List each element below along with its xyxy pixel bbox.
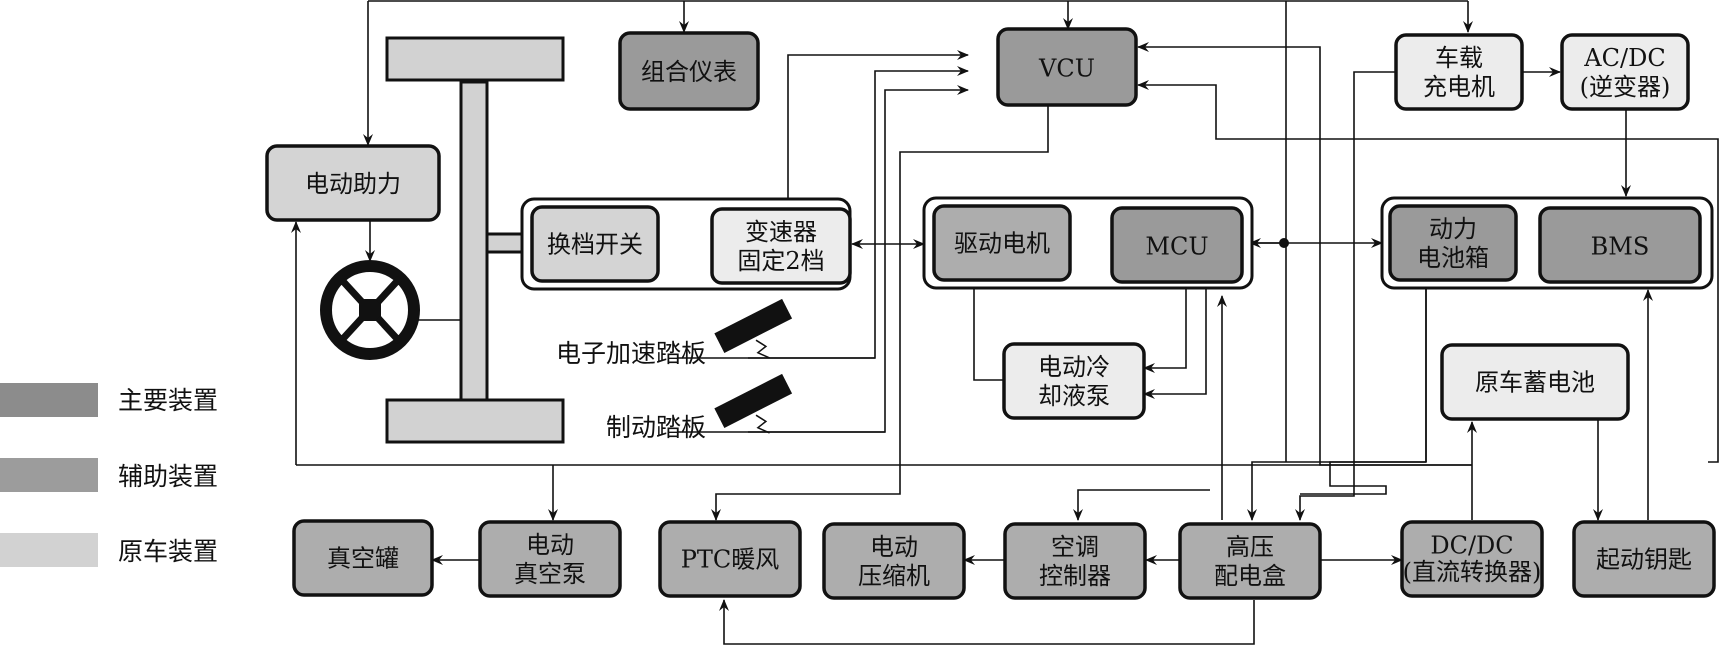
original-battery-rect (1440, 343, 1630, 421)
electric-compressor-label: 电动 (870, 533, 918, 561)
electric-power-steering-rect (265, 144, 441, 222)
column-link (485, 232, 525, 254)
steering-wheel-icon (320, 260, 420, 360)
drive-motor-rect (932, 204, 1072, 282)
legend-swatch-original (0, 533, 98, 567)
shift-switch-label: 换档开关 (547, 231, 643, 259)
accelerator-pedal-icon (714, 298, 793, 359)
legend-swatch-main (0, 383, 98, 417)
coolant-pump-label: 电动冷 (1038, 353, 1110, 381)
electric-power-steering-label: 电动助力 (305, 170, 401, 198)
ac-dc-inverter-label: (逆变器) (1580, 73, 1671, 101)
hv-distribution-box-label: 高压 (1226, 533, 1274, 561)
mcu-rect (1110, 206, 1244, 284)
dc-dc-converter-rect (1400, 520, 1544, 598)
dc-dc-converter-box: DC/DC(直流转换器) (1400, 520, 1544, 598)
drive-motor-box: 驱动电机 (932, 204, 1072, 282)
legend-label-main: 主要装置 (118, 386, 218, 415)
legend-swatch-auxiliary (0, 458, 98, 492)
chassis (385, 36, 565, 444)
power-battery-pack-label: 动力 (1429, 215, 1477, 243)
onboard-charger-label: 车载 (1435, 44, 1483, 72)
junction-dot (1279, 238, 1289, 248)
mcu-label: MCU (1145, 232, 1208, 260)
transmission-label: 变速器 (745, 218, 817, 246)
ptc-heater-rect (658, 520, 802, 598)
ignition-key-rect (1572, 520, 1716, 598)
ignition-key-box: 起动钥匙 (1572, 520, 1716, 598)
original-battery-box: 原车蓄电池 (1440, 343, 1630, 421)
ac-dc-inverter-rect (1560, 33, 1690, 111)
onboard-charger-rect (1394, 33, 1524, 111)
electric-vacuum-pump-label: 电动 (526, 531, 574, 559)
ac-dc-inverter-label: AC/DC (1583, 44, 1665, 72)
ac-controller-label: 空调 (1051, 533, 1099, 561)
bms-box: BMS (1538, 206, 1702, 284)
ac-dc-inverter-box: AC/DC(逆变器) (1560, 33, 1690, 111)
coolant-pump-rect (1002, 342, 1146, 420)
vacuum-tank-box: 真空罐 (292, 519, 434, 597)
instrument-cluster-box: 组合仪表 (618, 31, 760, 111)
vacuum-tank-label: 真空罐 (327, 545, 399, 573)
dc-dc-converter-label: (直流转换器) (1403, 558, 1542, 586)
vacuum-tank-rect (292, 519, 434, 597)
shift-switch-rect (530, 205, 660, 283)
legend-label-auxiliary: 辅助装置 (118, 462, 218, 491)
coolant-pump-label: 却液泵 (1038, 382, 1110, 410)
legend: 主要装置 辅助装置 原车装置 (0, 383, 218, 567)
bms-rect (1538, 206, 1702, 284)
rear-axle (385, 398, 565, 444)
ptc-heater-label: PTC暖风 (681, 546, 780, 574)
drive-motor-label: 驱动电机 (954, 230, 1050, 258)
connection-lines (291, 0, 1719, 645)
front-axle (385, 36, 565, 82)
ac-controller-rect (1003, 522, 1147, 600)
onboard-charger-label: 充电机 (1423, 73, 1495, 101)
instrument-cluster-rect (618, 31, 760, 111)
accelerator-pedal-label: 电子加速踏板 (556, 339, 706, 368)
vcu-label: VCU (1038, 54, 1095, 82)
bms-label: BMS (1591, 232, 1650, 260)
transmission-rect (710, 207, 852, 285)
brake-pedal-label: 制动踏板 (606, 413, 706, 442)
power-battery-pack-rect (1388, 204, 1518, 282)
steering-column (459, 80, 489, 402)
instrument-cluster-label: 组合仪表 (641, 58, 737, 86)
transmission-label: 固定2档 (737, 247, 824, 275)
ptc-heater-box: PTC暖风 (658, 520, 802, 598)
electric-compressor-rect (822, 522, 966, 600)
electric-vacuum-pump-label: 真空泵 (514, 560, 586, 588)
electric-compressor-label: 压缩机 (858, 562, 930, 590)
original-battery-label: 原车蓄电池 (1475, 369, 1595, 397)
dc-dc-converter-label: DC/DC (1430, 532, 1513, 560)
hv-distribution-box-label: 配电盒 (1214, 562, 1286, 590)
electric-vacuum-pump-rect (478, 520, 622, 598)
vcu-rect (996, 27, 1138, 107)
ac-controller-label: 控制器 (1039, 562, 1111, 590)
power-battery-pack-label: 电池箱 (1417, 244, 1489, 272)
electric-power-steering-box: 电动助力 (265, 144, 441, 222)
shift-switch-box: 换档开关 (530, 205, 660, 283)
legend-label-original: 原车装置 (118, 537, 218, 566)
brake-pedal-icon (714, 373, 793, 434)
ignition-key-label: 起动钥匙 (1596, 546, 1692, 574)
mcu-box: MCU (1110, 206, 1244, 284)
hv-distribution-box-rect (1178, 522, 1322, 600)
vcu-box: VCU (996, 27, 1138, 107)
